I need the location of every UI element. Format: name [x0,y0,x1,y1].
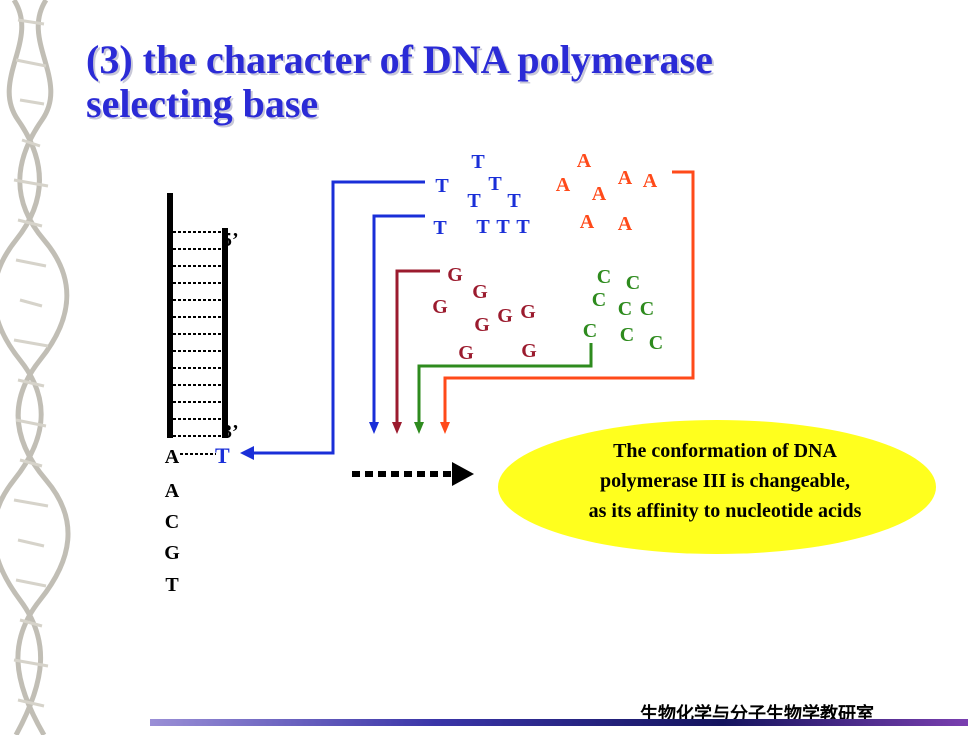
nucleotide-A: A [618,167,633,189]
G-arrowhead [392,422,402,434]
C-pathway [417,343,593,425]
nucleotide-pool-G: G G G G G G G G [432,264,537,364]
callout-line-1: The conformation of DNA [613,440,837,462]
A-pathway [443,170,695,425]
nucleotide-G: G [497,305,513,327]
C-arrowhead [414,422,424,434]
slide-title-line-1: (3) the character of DNA polymerase [86,37,713,82]
nucleotide-T: T [476,216,490,238]
nucleotide-C: C [618,298,632,320]
nucleotide-G: G [447,264,463,286]
nucleotide-T: T [433,217,447,239]
callout-line-3: as its affinity to nucleotide acids [588,500,862,522]
incoming-base-T: T [215,443,230,468]
nucleotide-T: T [471,151,485,173]
nucleotide-C: C [620,324,634,346]
nucleotide-A: A [556,174,571,196]
footer-gradient-bar [150,719,968,726]
nucleotide-T: T [496,216,510,238]
nucleotide-T: T [488,173,502,195]
nucleotide-C: C [597,266,611,288]
prime-3-label: 3’ [222,421,239,443]
nucleotide-A: A [592,183,607,205]
callout-bubble [498,420,936,554]
template-base: A [165,446,180,468]
template-base: C [165,511,179,533]
T-pathway [372,214,425,425]
A-arrowhead [440,422,450,434]
nucleotide-G: G [472,281,488,303]
nucleotide-G: G [432,296,448,318]
nucleotide-pool-T: T T T T T T T T T [433,151,530,239]
nucleotide-A: A [577,150,592,172]
nucleotide-A: A [580,211,595,233]
nucleotide-T: T [467,190,481,212]
nucleotide-T: T [516,216,530,238]
callout-text: The conformation of DNA polymerase III i… [510,436,940,526]
nucleotide-T: T [507,190,521,212]
nucleotide-A: A [618,213,633,235]
template-bases: A A C G T [164,446,180,596]
nucleotide-G: G [474,314,490,336]
arrowhead-into-strand [240,446,254,460]
base-pair-ladder [173,231,222,455]
nucleotide-pool-C: C C C C C C C C [583,266,663,354]
nucleotide-A: A [643,170,658,192]
nucleotide-C: C [640,298,654,320]
template-base: T [165,574,179,596]
nucleotide-pool-A: A A A A A A A [556,150,658,235]
slide-title-line-2: selecting base [86,81,319,126]
G-pathway [395,269,440,425]
nucleotide-T: T [435,175,449,197]
template-base: G [164,542,180,564]
dotted-arrow-head [452,462,474,486]
nucleotide-G: G [458,342,474,364]
nucleotide-G: G [521,340,537,362]
callout-line-2: polymerase III is changeable, [600,470,850,492]
nucleotide-C: C [592,289,606,311]
dna-border-decoration [0,0,71,735]
nucleotide-C: C [649,332,663,354]
nucleotide-C: C [626,272,640,294]
template-base: A [165,480,180,502]
T-arrowhead [369,422,379,434]
prime-5-label: 5’ [222,229,239,251]
slide-title: (3) the character of DNA polymerase sele… [86,38,946,126]
nucleotide-C: C [583,320,597,342]
nucleotide-G: G [520,301,536,323]
selected-T-pathway [252,180,425,455]
